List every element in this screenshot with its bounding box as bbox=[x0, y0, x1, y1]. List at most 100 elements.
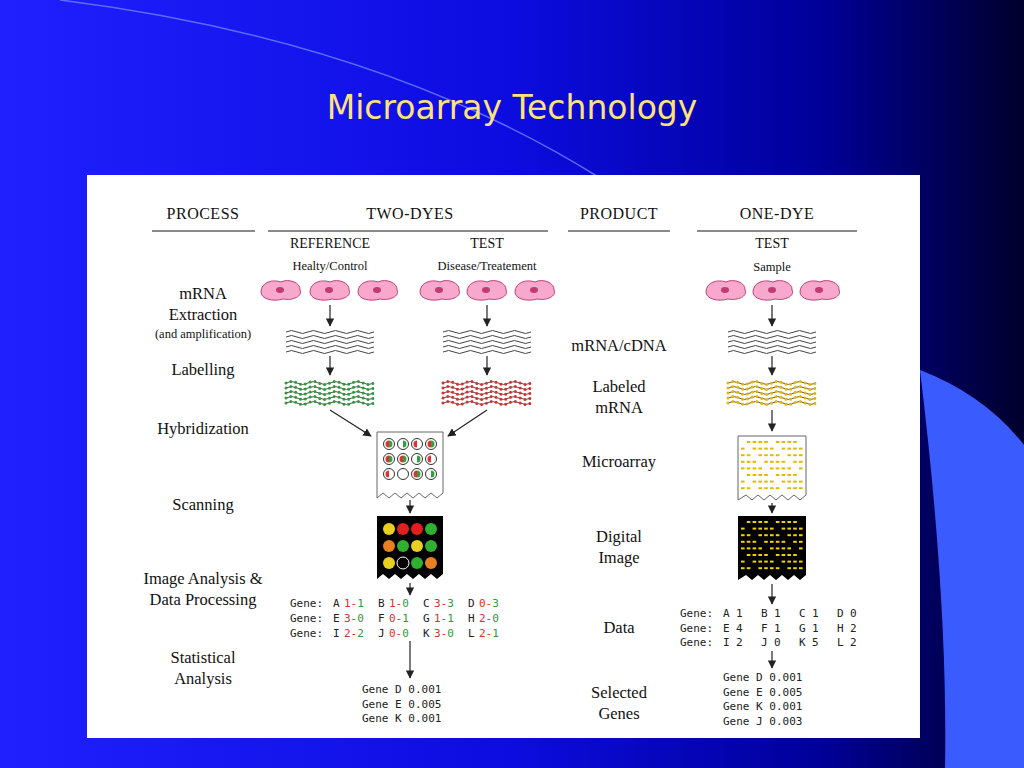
selected-gene: Gene D 0.001 bbox=[723, 671, 802, 684]
one-dye-spot bbox=[764, 441, 768, 443]
selected-gene: Gene E 0.005 bbox=[362, 698, 441, 711]
group-note: Disease/Treatement bbox=[438, 258, 537, 274]
one-dye-spot bbox=[782, 481, 786, 483]
gene-name: F bbox=[378, 612, 385, 625]
one-dye-scan-spot bbox=[793, 528, 797, 530]
one-dye-spot bbox=[758, 448, 762, 450]
one-dye-spot bbox=[793, 448, 797, 450]
intensity-value: 0 bbox=[850, 607, 857, 620]
spot-red bbox=[414, 471, 418, 478]
one-dye-spot bbox=[758, 474, 762, 476]
gene-name: D bbox=[837, 607, 844, 620]
one-dye-scan-spot bbox=[753, 541, 757, 543]
one-dye-spot bbox=[787, 481, 791, 483]
one-dye-scan-spot bbox=[758, 521, 762, 523]
one-dye-spot bbox=[776, 441, 780, 443]
one-dye-spot bbox=[753, 441, 757, 443]
gene-name: B bbox=[761, 607, 768, 620]
slide-title: Microarray Technology bbox=[327, 87, 698, 130]
one-dye-spot bbox=[793, 441, 797, 443]
column-header: PRODUCT bbox=[580, 204, 658, 225]
one-dye-scan-spot bbox=[793, 541, 797, 543]
one-dye-scan-spot bbox=[787, 547, 791, 549]
one-dye-scan-spot bbox=[758, 567, 762, 569]
step-label: Labelling bbox=[171, 359, 234, 380]
one-dye-scan-spot bbox=[782, 547, 786, 549]
one-dye-scan-spot bbox=[799, 541, 803, 543]
one-dye-spot bbox=[787, 454, 791, 456]
one-dye-scan-spot bbox=[741, 567, 745, 569]
one-dye-spot bbox=[782, 474, 786, 476]
one-dye-spot bbox=[764, 487, 768, 489]
one-dye-spot bbox=[799, 448, 803, 450]
spot-green bbox=[389, 456, 393, 463]
step-label: Digital Image bbox=[584, 526, 654, 569]
one-dye-spot bbox=[758, 454, 762, 456]
intensity-value: 4 bbox=[736, 622, 743, 635]
one-dye-spot bbox=[747, 454, 751, 456]
one-dye-spot bbox=[787, 474, 791, 476]
spot-green bbox=[403, 441, 407, 448]
one-dye-scan-spot bbox=[764, 521, 768, 523]
intensity-value: 1 bbox=[812, 607, 819, 620]
intensity-value: 2 bbox=[850, 622, 857, 635]
one-dye-scan-spot bbox=[782, 521, 786, 523]
flow-arrows bbox=[330, 305, 772, 678]
one-dye-spot bbox=[758, 467, 762, 469]
one-dye-spot bbox=[782, 441, 786, 443]
one-dye-spot bbox=[776, 467, 780, 469]
one-dye-scan-spot bbox=[799, 561, 803, 563]
gene-name: J bbox=[761, 636, 768, 649]
one-dye-scan-spot bbox=[741, 528, 745, 530]
one-dye-scan-spot bbox=[770, 541, 774, 543]
one-dye-spot bbox=[787, 441, 791, 443]
selected-gene: Gene D 0.001 bbox=[362, 683, 441, 696]
one-dye-scan-spot bbox=[793, 567, 797, 569]
one-dye-spot bbox=[770, 467, 774, 469]
one-dye-scan-spot bbox=[776, 554, 780, 556]
one-dye-scan-spot bbox=[764, 554, 768, 556]
one-dye-spot bbox=[799, 481, 803, 483]
one-dye-scan-spot bbox=[764, 561, 768, 563]
one-dye-spot bbox=[776, 454, 780, 456]
array-spots bbox=[383, 439, 803, 570]
one-dye-scan-spot bbox=[753, 547, 757, 549]
spot-red bbox=[428, 456, 432, 463]
one-dye-spot bbox=[776, 487, 780, 489]
scan-spot bbox=[397, 523, 409, 535]
one-dye-spot bbox=[770, 454, 774, 456]
one-dye-scan-spot bbox=[753, 561, 757, 563]
one-dye-scan-spot bbox=[787, 528, 791, 530]
ratio-value: 0-0 bbox=[389, 627, 409, 640]
one-dye-scan-spot bbox=[764, 528, 768, 530]
one-dye-scan-spot bbox=[799, 567, 803, 569]
scan-spot bbox=[411, 540, 423, 552]
one-dye-scan-spot bbox=[782, 541, 786, 543]
one-dye-scan-spot bbox=[787, 561, 791, 563]
step-label: Hybridization bbox=[157, 418, 249, 439]
group-label: TEST bbox=[470, 235, 503, 253]
intensity-value: 2 bbox=[850, 636, 857, 649]
one-dye-spot bbox=[753, 461, 757, 463]
gene-name: G bbox=[799, 622, 806, 635]
one-dye-spot bbox=[799, 487, 803, 489]
one-dye-scan-spot bbox=[799, 528, 803, 530]
one-dye-scan-spot bbox=[758, 554, 762, 556]
ratio-value: 1-0 bbox=[389, 597, 409, 610]
gene-name: L bbox=[468, 627, 475, 640]
one-dye-scan-spot bbox=[776, 541, 780, 543]
gene-name: I bbox=[723, 636, 730, 649]
gene-name: H bbox=[468, 612, 475, 625]
one-dye-spot bbox=[776, 461, 780, 463]
one-dye-spot bbox=[782, 467, 786, 469]
one-dye-scan-spot bbox=[747, 541, 751, 543]
ratio-value: 3-0 bbox=[434, 627, 454, 640]
one-dye-spot bbox=[770, 487, 774, 489]
corner-wedge bbox=[920, 370, 1024, 768]
gene-name: C bbox=[799, 607, 806, 620]
row-label: Gene: bbox=[680, 636, 713, 649]
two-dye-scan bbox=[377, 516, 443, 579]
one-dye-spot bbox=[741, 454, 745, 456]
row-label: Gene: bbox=[290, 627, 323, 640]
one-dye-spot bbox=[747, 474, 751, 476]
